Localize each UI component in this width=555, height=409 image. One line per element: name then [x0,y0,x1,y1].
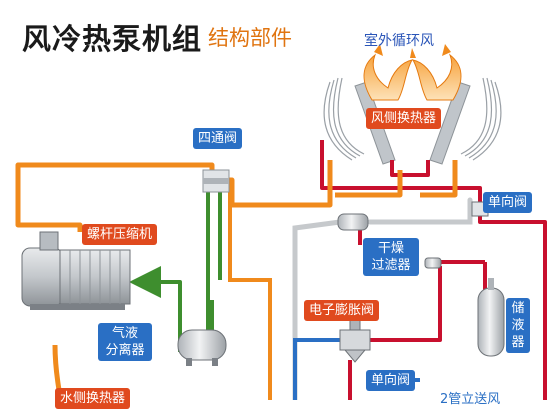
check-valve-top-label: 单向阀 [483,192,533,213]
four-way-valve-label: 四通阀 [193,128,243,149]
dryer-label-line1: 干燥 [377,241,404,256]
check-valve-bottom-label: 单向阀 [366,370,416,391]
airflow-arrow-icon [363,44,462,101]
receiver-label-line2: 液 [511,318,525,333]
diagram-canvas: 风冷热泵机组 结构部件 室外循环风 风侧换热器 四通阀 单向阀 螺杆压缩机 干燥… [15,22,547,409]
water-hx-label: 水侧换热器 [55,388,131,409]
separator-label: 气液 分离器 [98,323,152,361]
outdoor-air-label: 室外循环风 [364,33,434,49]
separator-label-line1: 气液 [111,326,138,341]
receiver-label-line3: 器 [511,335,525,350]
air-hx-label: 风侧换热器 [366,108,442,129]
title-main: 风冷热泵机组 [22,22,203,56]
receiver-label-line1: 储 [511,301,525,316]
dryer-label-line2: 过滤器 [371,258,411,273]
compressor-icon [21,231,131,310]
valve-icon [202,169,230,193]
tank-icon [477,278,505,357]
suction-line-green [129,190,222,352]
water-partial-label: 2管立送风 [440,392,501,407]
receiver-label: 储 液 器 [506,298,530,353]
title-sub: 结构部件 [208,26,292,50]
separator-label-line2: 分离器 [105,343,145,358]
dryer-filter-label: 干燥 过滤器 [363,238,419,276]
discharge-line [228,190,272,400]
compressor-label: 螺杆压缩机 [82,224,158,245]
valve-icon [339,317,371,363]
filter-icon [337,213,442,269]
tank-icon [177,329,227,366]
piping-diagram [15,44,547,400]
eev-label: 电子膨胀阀 [304,300,380,321]
